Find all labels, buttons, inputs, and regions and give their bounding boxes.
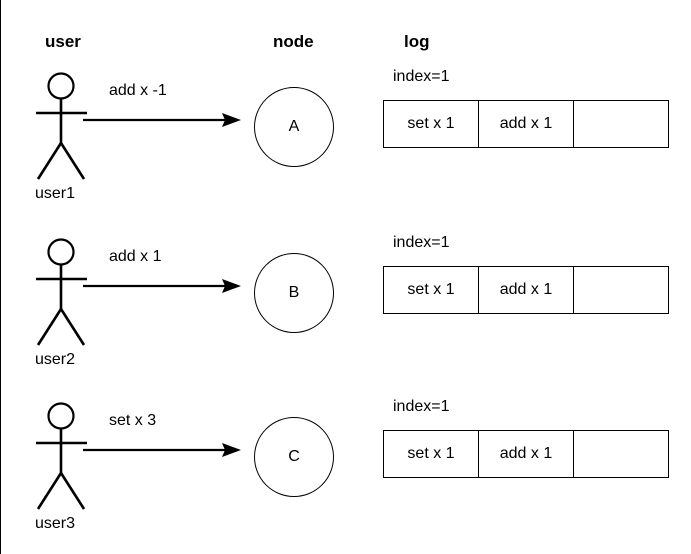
- log-cell: add x 1: [479, 431, 574, 477]
- stick-figure-icon: [25, 231, 105, 351]
- arrow-right-icon: [81, 274, 246, 298]
- log-index-label: index=1: [393, 68, 450, 85]
- log-table: set x 1 add x 1: [383, 266, 669, 314]
- arrow-right-icon: [81, 108, 246, 132]
- diagram-row: user2 add x 1 B index=1 set x 1 add x 1: [1, 226, 691, 406]
- column-header-node: node: [273, 32, 314, 51]
- log-table: set x 1 add x 1: [383, 430, 669, 478]
- diagram-row: user3 set x 3 C index=1 set x 1 add x 1: [1, 390, 691, 554]
- log-cell: set x 1: [384, 101, 479, 147]
- diagram-row: user1 add x -1 A index=1 set x 1 add x 1: [1, 60, 691, 240]
- edge-label: set x 3: [109, 412, 157, 429]
- log-cell: [574, 431, 668, 477]
- actor-label: user3: [35, 515, 76, 532]
- node-circle: C: [254, 417, 334, 497]
- node-label: A: [288, 118, 300, 135]
- log-cell: [574, 101, 668, 147]
- node-circle: B: [254, 253, 334, 333]
- log-cell: add x 1: [479, 101, 574, 147]
- stick-figure-icon: [25, 65, 105, 185]
- log-cell: set x 1: [384, 267, 479, 313]
- log-table: set x 1 add x 1: [383, 100, 669, 148]
- edge-label: add x 1: [109, 248, 162, 265]
- log-cell: add x 1: [479, 267, 574, 313]
- edge-label: add x -1: [109, 82, 167, 99]
- node-label: C: [288, 448, 300, 465]
- node-label: B: [288, 284, 300, 301]
- node-circle: A: [254, 87, 334, 167]
- actor-label: user1: [35, 185, 76, 202]
- log-cell: [574, 267, 668, 313]
- column-header-user: user: [45, 32, 81, 51]
- column-header-log: log: [404, 32, 430, 51]
- actor-label: user2: [35, 351, 76, 368]
- log-index-label: index=1: [393, 234, 450, 251]
- log-cell: set x 1: [384, 431, 479, 477]
- arrow-right-icon: [81, 438, 246, 462]
- log-index-label: index=1: [393, 398, 450, 415]
- stick-figure-icon: [25, 395, 105, 515]
